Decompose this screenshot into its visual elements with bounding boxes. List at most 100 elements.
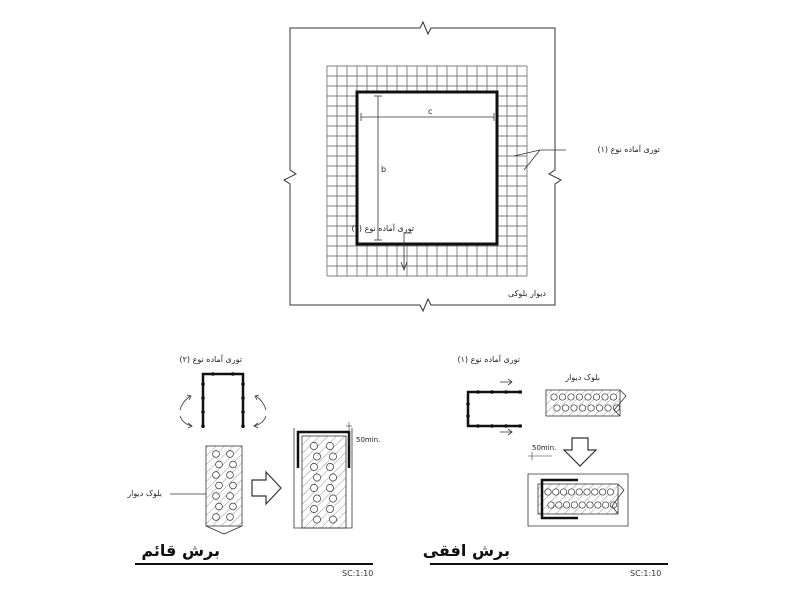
vs-block-wall-label: بلوک دیوار: [126, 489, 162, 498]
vs-arrow-left-down: [179, 415, 193, 427]
block-hole: [560, 488, 568, 496]
mesh-type1-label: توری آماده نوع (۱): [598, 144, 661, 154]
block-hole: [329, 452, 337, 461]
wall-label: دیوار بلوکی: [508, 289, 546, 298]
rebar-dot: [201, 410, 205, 414]
vertical-section: توری آماده نوع (۲) بلوک دیوار 50min. برش: [126, 354, 380, 578]
hs-block-wall-label: بلوک دیوار: [564, 373, 600, 382]
block-hole: [229, 502, 237, 511]
block-hole: [595, 404, 604, 412]
vs-arrow-right-up: [255, 395, 267, 411]
block-holes: [310, 442, 337, 524]
vs-arrow-right-down: [253, 415, 267, 427]
block-hole: [229, 460, 237, 469]
block-hole: [591, 488, 599, 496]
vs-assembled-wall: [301, 435, 347, 529]
block-hole: [570, 404, 578, 412]
hs-assembled-wall: [537, 483, 619, 515]
block-hole: [215, 502, 223, 511]
block-hole: [553, 404, 561, 412]
block-hole: [212, 492, 220, 500]
rebar-dot: [201, 424, 205, 428]
hs-title: برش افقی: [423, 541, 510, 560]
block-hole: [563, 501, 571, 509]
block-hole: [561, 404, 570, 412]
rebar-dot: [241, 410, 245, 414]
block-hole: [215, 481, 223, 490]
block-hole: [567, 393, 575, 401]
rebar-dot: [201, 382, 205, 386]
block-hole: [584, 393, 592, 401]
block-hole: [212, 450, 220, 458]
block-hole: [310, 463, 318, 471]
dim-b-label: b: [381, 165, 386, 174]
rebar-dot: [518, 424, 522, 428]
block-hole: [599, 488, 607, 496]
mesh-type2-label: توری آماده نوع (۲): [352, 223, 415, 233]
vs-arrow-left-up: [179, 395, 191, 411]
vs-mesh-label: توری آماده نوع (۲): [180, 354, 243, 364]
rebar-dot: [466, 414, 470, 418]
rebar-dot: [466, 402, 470, 406]
block-hole: [215, 460, 223, 469]
rebar-dot: [241, 424, 245, 428]
block-hole: [575, 488, 583, 496]
rebar-dot: [211, 372, 215, 376]
block-hole: [326, 505, 334, 513]
block-hole: [310, 484, 318, 492]
vs-process-arrow: [251, 470, 282, 506]
rebar-dot: [504, 424, 508, 428]
rebar-dot: [241, 396, 245, 400]
block-hole: [578, 404, 587, 412]
block-hole: [326, 484, 334, 492]
block-hole: [570, 501, 578, 509]
block-hole: [609, 393, 618, 401]
vs-mesh-piece: [201, 372, 245, 428]
mesh-rebar-dots: [466, 390, 522, 428]
vs-assembled-mesh: [296, 430, 351, 468]
block-hole: [326, 442, 334, 450]
rebar-dot: [476, 390, 480, 394]
block-hole: [329, 494, 337, 503]
hs-mesh-piece: [466, 390, 522, 428]
vs-scale: SC:1:10: [342, 569, 373, 578]
mesh-type1-leader: [513, 149, 566, 171]
block-hole: [547, 501, 555, 509]
block-hole: [310, 442, 318, 450]
block-hole: [602, 501, 610, 509]
plan-view: c b توری آماده نوع (۲) توری آماده نوع (۱…: [283, 20, 661, 313]
block-hole: [313, 452, 321, 461]
block-hole: [555, 501, 563, 509]
hs-process-arrow: [562, 437, 598, 467]
block-hole: [606, 488, 614, 496]
block-holes: [212, 450, 237, 521]
vs-title: برش قائم: [141, 541, 220, 560]
block-hole: [567, 488, 575, 496]
vs-min-overlap: 50min.: [356, 436, 380, 444]
block-holes: [544, 488, 617, 509]
rebar-dot: [490, 424, 494, 428]
rebar-dot: [490, 390, 494, 394]
block-hole: [329, 473, 337, 482]
block-hole: [310, 505, 318, 513]
hs-scale: SC:1:10: [630, 569, 661, 578]
rebar-dot: [504, 390, 508, 394]
block-hole: [552, 488, 560, 496]
rebar-dot: [518, 390, 522, 394]
block-hole: [578, 501, 586, 509]
mesh-rebar-dots: [201, 372, 245, 428]
block-hole: [550, 393, 558, 401]
horizontal-section: توری آماده نوع (۱) بلوک دیوار 50min. برش…: [423, 354, 668, 578]
block-hole: [544, 488, 552, 496]
hs-min-overlap: 50min.: [532, 444, 556, 452]
block-hole: [313, 494, 321, 503]
block-hole: [604, 404, 612, 412]
block-hole: [575, 393, 584, 401]
block-hole: [313, 515, 321, 524]
block-hole: [226, 492, 234, 500]
block-hole: [594, 501, 602, 509]
rebar-dot: [241, 382, 245, 386]
block-hole: [587, 404, 595, 412]
block-hole: [226, 471, 234, 479]
